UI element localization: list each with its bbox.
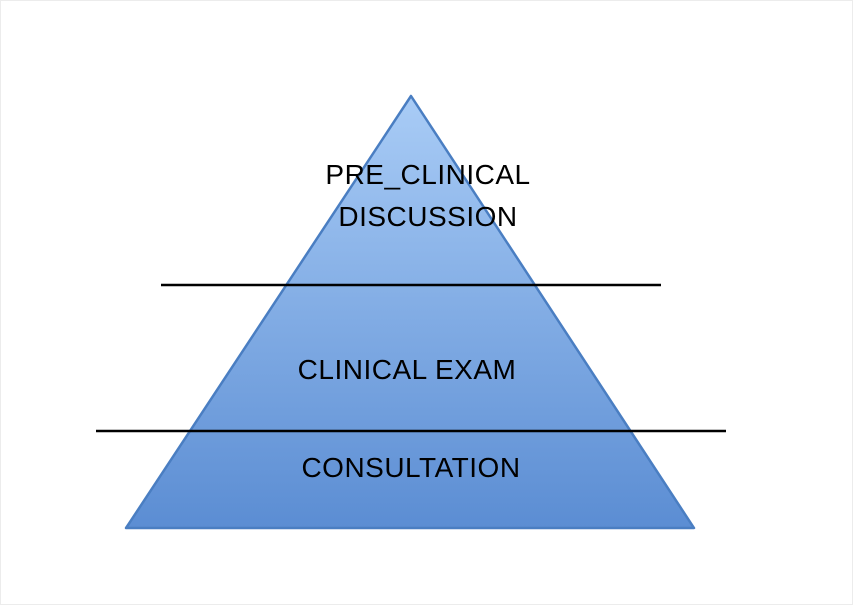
level-top-label-line2: DISCUSSION — [338, 201, 518, 232]
level-middle-label: CLINICAL EXAM — [297, 354, 517, 385]
level-top-label-line1: PRE_CLINICAL — [325, 159, 531, 190]
pyramid-triangle — [124, 94, 696, 530]
level-bottom-label: CONSULTATION — [301, 452, 521, 483]
